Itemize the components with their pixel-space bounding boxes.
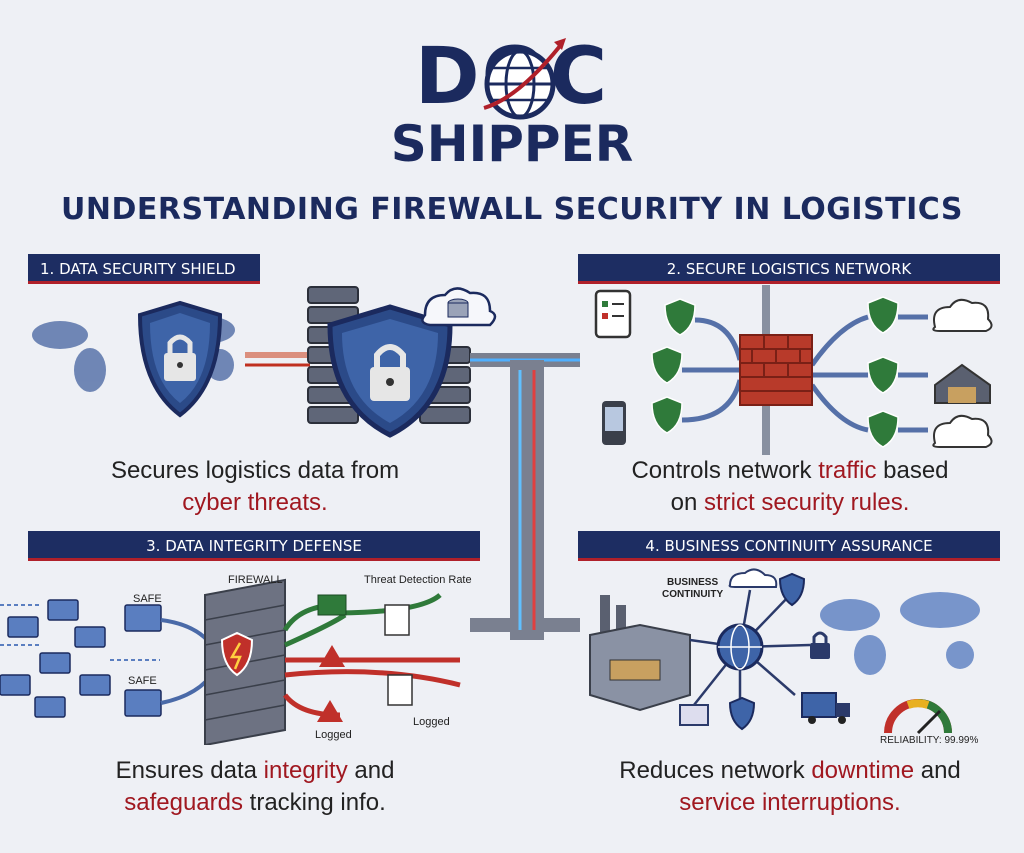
section-4-heading: 4. BUSINESS CONTINUITY ASSURANCE [578,531,1000,561]
doc-shipper-logo: DOC SHIPPER [0,10,1024,185]
section-4-caption: Reduces network downtime and service int… [619,757,961,816]
section-1-heading: 1. DATA SECURITY SHIELD [28,254,260,284]
safe-label-1: SAFE [133,593,162,605]
reliability-label: RELIABILITY: 99.99% [880,735,979,746]
cloud-sync-icon [932,414,993,448]
brick-firewall-icon [739,334,813,406]
document-icons [384,604,413,706]
section-2-heading: 2. SECURE LOGISTICS NETWORK [578,254,1000,284]
safe-envelope-icon [317,594,347,616]
green-shield-icons [651,296,899,448]
section-1-caption: Secures logistics data from cyber threat… [110,457,400,516]
section-3-heading: 3. DATA INTEGRITY DEFENSE [28,531,480,561]
shield-lock-icon-small [728,696,756,731]
laptop-icon [679,704,709,726]
threat-detection-label: Threat Detection Rate [364,574,472,586]
envelope-icons [0,599,162,718]
central-network-connector [470,353,580,640]
phone-icon [602,401,626,445]
page-title: UNDERSTANDING FIREWALL SECURITY IN LOGIS… [61,192,963,227]
section-3-caption: Ensures data integrity and safeguards tr… [115,757,395,816]
check-shield-icon [778,572,806,607]
section-2-caption: Controls network traffic based on strict… [631,457,949,516]
safe-label-2: SAFE [128,675,157,687]
secure-network-illustration [594,285,993,455]
logged-label-1: Logged [315,729,352,741]
shield-lock-icon [137,300,223,418]
network-hub-globe-icon [716,623,764,671]
cloud-icon [728,568,778,588]
business-continuity-label: BUSINESS CONTINUITY [662,577,724,600]
world-map-icon-2 [820,592,980,675]
cloud-upload-icon [932,298,993,332]
traffic-arrows [681,314,928,433]
data-integrity-illustration [0,578,461,745]
shield-lock-icon-large [327,304,453,438]
factory-icon [589,595,691,712]
reliability-gauge-icon [884,699,952,735]
truck-icon [801,692,850,724]
warning-icons [317,645,345,722]
warehouse-icon [934,363,991,404]
firewall-label: FIREWALL [228,574,283,586]
business-continuity-illustration [589,568,980,735]
globe-icon [483,38,566,120]
cloud-database-icon [421,287,497,327]
tablet-icon [594,289,632,339]
logo-word-shipper: SHIPPER [390,115,634,173]
data-security-illustration [32,286,497,438]
logged-label-2: Logged [413,716,450,728]
lock-icon [810,631,830,659]
firewall-wall-icon [204,578,286,745]
